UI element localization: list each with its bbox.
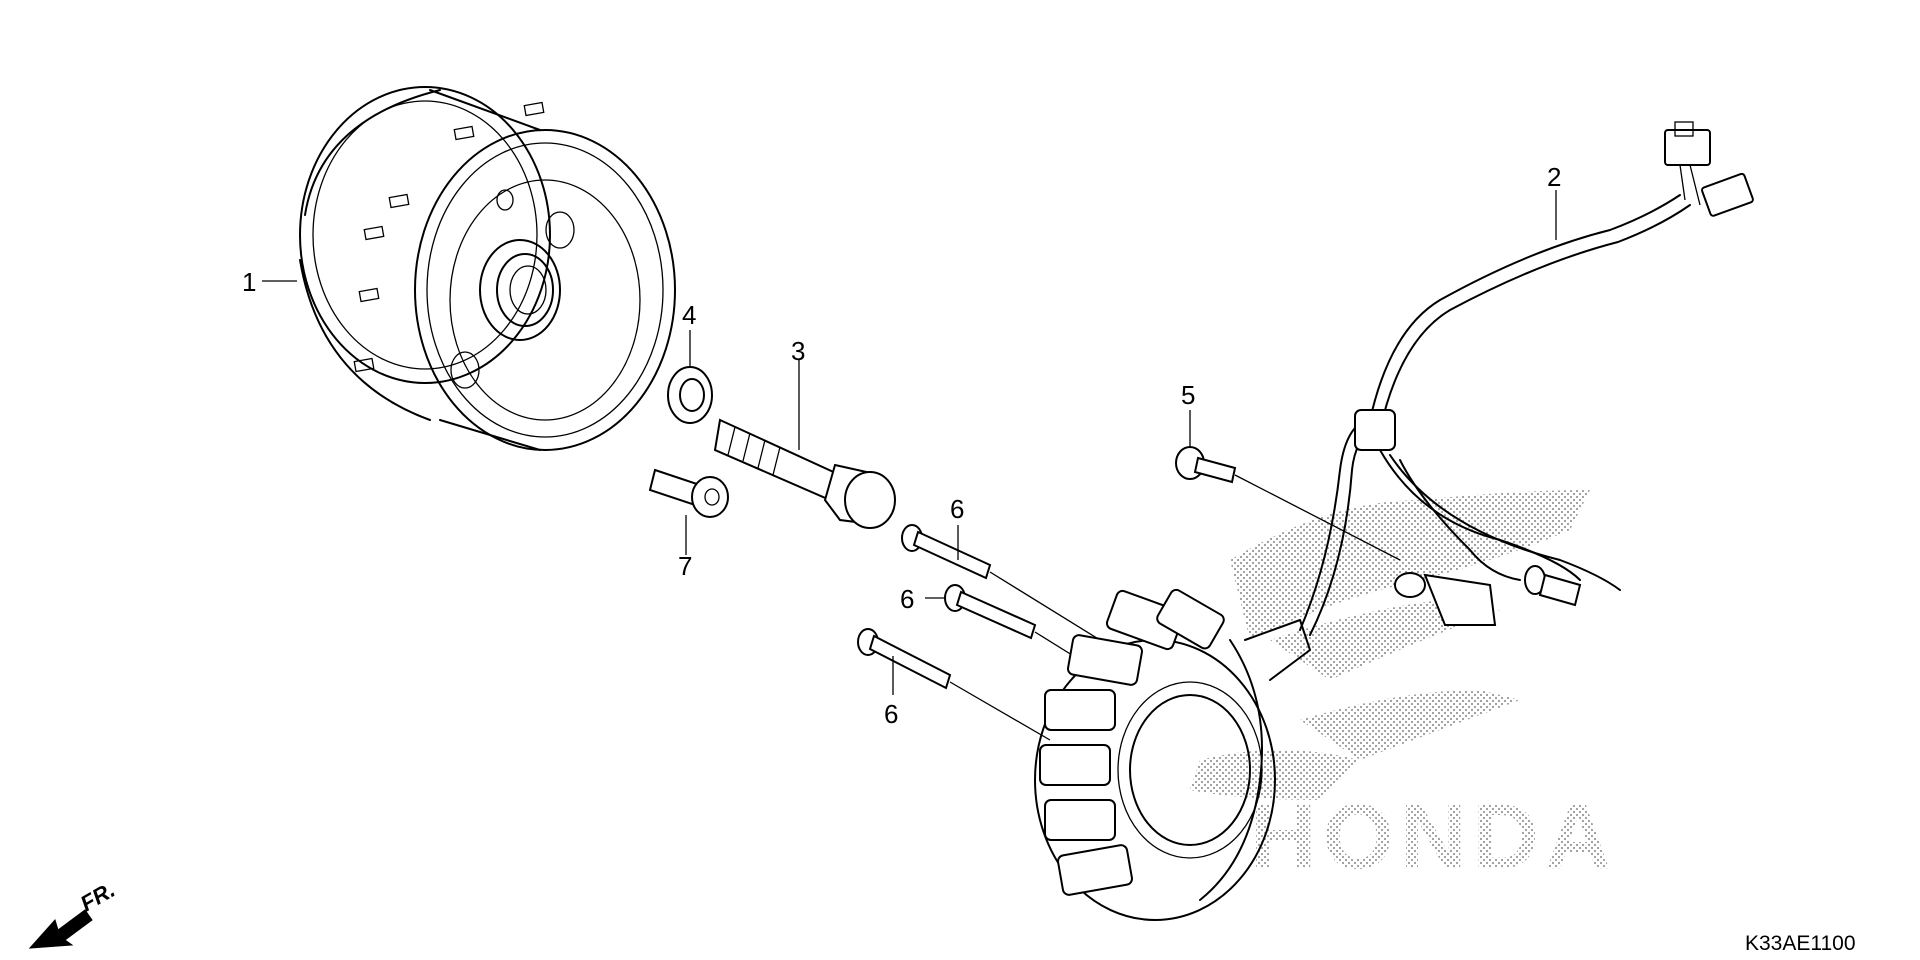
callout-1: 1: [242, 267, 256, 297]
drawing-code: K33AE1100: [1745, 932, 1856, 955]
front-direction-indicator: FR.: [28, 877, 119, 949]
flywheel: [299, 86, 676, 451]
callout-2: 2: [1547, 162, 1561, 192]
washer: [667, 366, 713, 424]
leader-lines: [262, 190, 1557, 695]
stator-bolt-middle: [944, 584, 1081, 661]
stator: [1034, 588, 1311, 921]
flywheel-bolt: [713, 418, 897, 529]
callout-3: 3: [791, 336, 805, 366]
stator-bolt-lower: [857, 628, 1051, 741]
front-arrow-icon: [28, 909, 93, 949]
honda-watermark: HONDA: [1190, 490, 1617, 888]
watermark-text: HONDA: [1250, 786, 1617, 888]
stator-bolt-upper: [901, 524, 1101, 641]
stator-screw: [1175, 446, 1401, 561]
callout-6b: 6: [900, 584, 914, 614]
callout-5: 5: [1181, 380, 1195, 410]
callout-4: 4: [682, 300, 696, 330]
wire-harness: [1299, 121, 1754, 636]
front-label: FR.: [76, 877, 119, 916]
callout-7: 7: [678, 551, 692, 581]
small-bolt: [648, 468, 729, 518]
callout-6c: 6: [884, 699, 898, 729]
callouts: 1 2 3 4 5 6 6 6 7: [242, 162, 1561, 729]
callout-6a: 6: [950, 494, 964, 524]
